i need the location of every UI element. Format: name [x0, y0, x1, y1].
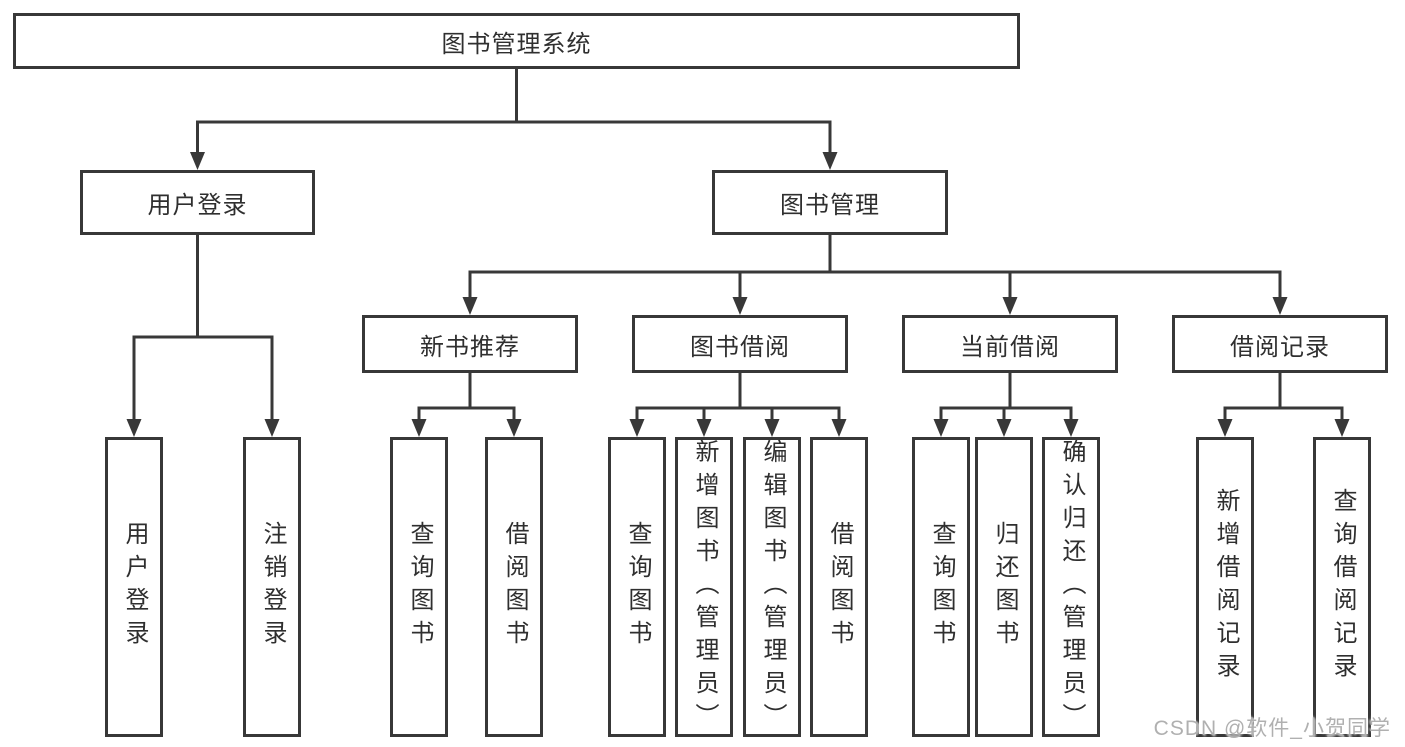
leaf-current-query-books: 查询图书 — [912, 437, 970, 737]
leaf-label: 查询图书 — [928, 521, 955, 653]
leaf-label: 编辑图书（管理员） — [759, 438, 786, 736]
leaf-label: 查询借阅记录 — [1329, 488, 1356, 686]
leaf-borrow-borrow-books: 借阅图书 — [810, 437, 868, 737]
node-book-borrow: 图书借阅 — [632, 315, 848, 373]
leaf-label: 用户登录 — [121, 521, 148, 653]
node-book-management: 图书管理 — [712, 170, 948, 235]
node-user-login: 用户登录 — [80, 170, 315, 235]
leaf-logout: 注销登录 — [243, 437, 301, 737]
leaf-label: 新增借阅记录 — [1212, 488, 1239, 686]
leaf-label: 查询图书 — [624, 521, 651, 653]
leaf-recommend-borrow-books: 借阅图书 — [485, 437, 543, 737]
node-new-book-recommend: 新书推荐 — [362, 315, 578, 373]
leaf-borrow-query-books: 查询图书 — [608, 437, 666, 737]
leaf-label: 归还图书 — [991, 521, 1018, 653]
leaf-add-borrow-record: 新增借阅记录 — [1196, 437, 1254, 737]
leaf-return-book: 归还图书 — [975, 437, 1033, 737]
leaf-label: 借阅图书 — [501, 521, 528, 653]
node-root: 图书管理系统 — [13, 13, 1020, 69]
leaf-recommend-query-books: 查询图书 — [390, 437, 448, 737]
leaf-user-login: 用户登录 — [105, 437, 163, 737]
arrowhead-icons — [126, 152, 1350, 437]
leaf-confirm-return-admin: 确认归还（管理员） — [1042, 437, 1100, 737]
leaf-label: 新增图书（管理员） — [691, 438, 718, 736]
csdn-watermark: CSDN @软件_小贺同学 — [1153, 717, 1391, 740]
node-borrow-records: 借阅记录 — [1172, 315, 1388, 373]
leaf-edit-book-admin: 编辑图书（管理员） — [743, 437, 801, 737]
leaf-query-borrow-record: 查询借阅记录 — [1313, 437, 1371, 737]
leaf-label: 借阅图书 — [826, 521, 853, 653]
node-current-borrow: 当前借阅 — [902, 315, 1118, 373]
leaf-add-book-admin: 新增图书（管理员） — [675, 437, 733, 737]
leaf-label: 注销登录 — [259, 521, 286, 653]
leaf-label: 确认归还（管理员） — [1058, 438, 1085, 736]
leaf-label: 查询图书 — [406, 521, 433, 653]
